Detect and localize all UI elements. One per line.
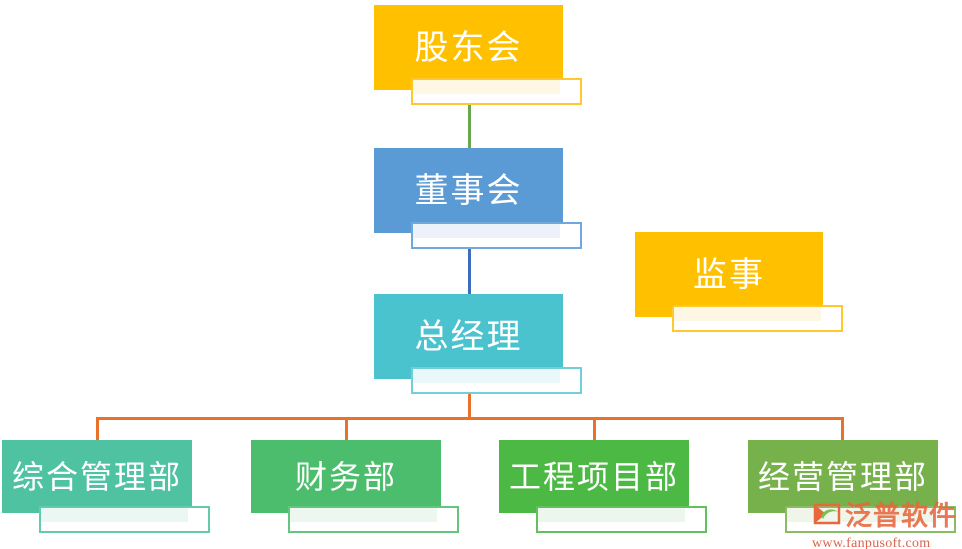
- connector-conn-board-gm: [468, 233, 471, 294]
- node-board-subbox[interactable]: [411, 222, 582, 249]
- connector-conn-bus-dept-general-admin: [96, 417, 99, 440]
- node-board-subbox-fill: [413, 224, 560, 238]
- node-board-label: 董事会: [414, 171, 523, 210]
- node-supervisor-subbox-fill: [674, 307, 821, 321]
- node-shareholders-subbox[interactable]: [411, 78, 582, 105]
- node-dept-finance-label: 财务部: [294, 458, 397, 495]
- node-dept-general-admin[interactable]: 综合管理部: [2, 440, 210, 533]
- connector-conn-gm-bus-drop: [468, 379, 471, 418]
- node-dept-finance-subbox[interactable]: [288, 506, 459, 533]
- connector-conn-bus-dept-engineering-project: [593, 417, 596, 440]
- node-dept-engineering-project-subbox-fill: [538, 508, 685, 522]
- connector-conn-bus-horizontal: [96, 417, 844, 420]
- node-dept-engineering-project-box[interactable]: 工程项目部: [499, 440, 689, 513]
- connector-conn-bus-dept-finance: [345, 417, 348, 440]
- node-general-manager-label: 总经理: [414, 317, 523, 356]
- node-dept-business-management-label: 经营管理部: [757, 458, 928, 495]
- node-dept-engineering-project-label: 工程项目部: [508, 458, 679, 495]
- node-dept-general-admin-box[interactable]: 综合管理部: [2, 440, 192, 513]
- node-supervisor-label: 监事: [693, 255, 765, 294]
- node-shareholders-label: 股东会: [414, 28, 523, 67]
- node-dept-engineering-project-subbox[interactable]: [536, 506, 707, 533]
- node-supervisor[interactable]: 监事: [635, 232, 843, 332]
- node-dept-engineering-project[interactable]: 工程项目部: [499, 440, 707, 533]
- node-dept-finance-subbox-fill: [290, 508, 437, 522]
- node-dept-finance-box[interactable]: 财务部: [251, 440, 441, 513]
- watermark-url-text: www.fanpusoft.com: [812, 536, 931, 549]
- node-dept-business-management-subbox[interactable]: [785, 506, 956, 533]
- connector-conn-shareholders-board: [468, 90, 471, 148]
- node-dept-general-admin-subbox-fill: [41, 508, 188, 522]
- node-dept-general-admin-subbox[interactable]: [39, 506, 210, 533]
- node-board-box[interactable]: 董事会: [374, 148, 563, 233]
- node-dept-general-admin-label: 综合管理部: [11, 458, 182, 495]
- node-dept-business-management[interactable]: 经营管理部: [748, 440, 956, 533]
- node-supervisor-box[interactable]: 监事: [635, 232, 823, 317]
- node-shareholders-subbox-fill: [413, 80, 560, 94]
- node-general-manager-subbox-fill: [413, 369, 560, 383]
- node-general-manager[interactable]: 总经理: [374, 294, 582, 394]
- node-dept-business-management-box[interactable]: 经营管理部: [748, 440, 938, 513]
- node-dept-business-management-subbox-fill: [787, 508, 934, 522]
- node-supervisor-subbox[interactable]: [672, 305, 843, 332]
- node-general-manager-box[interactable]: 总经理: [374, 294, 563, 379]
- node-shareholders-box[interactable]: 股东会: [374, 5, 563, 90]
- connector-conn-bus-dept-business-management: [841, 417, 844, 440]
- node-general-manager-subbox[interactable]: [411, 367, 582, 394]
- node-board[interactable]: 董事会: [374, 148, 582, 249]
- node-dept-finance[interactable]: 财务部: [251, 440, 459, 533]
- node-shareholders[interactable]: 股东会: [374, 5, 582, 105]
